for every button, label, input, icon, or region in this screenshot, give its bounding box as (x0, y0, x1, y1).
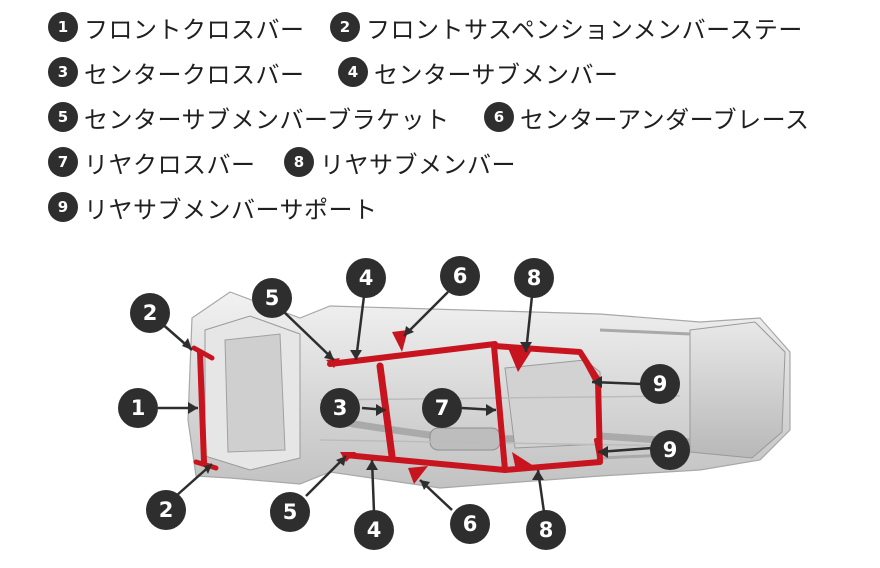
arrowhead-7 (486, 404, 496, 416)
callout-label: 5 (265, 286, 280, 310)
bracket-8-top (508, 348, 532, 372)
legend-item-5: 5 センターサブメンバーブラケット (48, 100, 450, 134)
leader-5-bottom (305, 455, 347, 497)
legend-badge: 3 (48, 57, 78, 87)
callout-label: 8 (539, 518, 554, 542)
callout-label: 3 (333, 396, 348, 420)
legend-label: リヤサブメンバー (320, 150, 516, 179)
arrowhead-8-top (520, 342, 532, 352)
callout-6-top: 6 (440, 256, 480, 296)
callout-label: 4 (359, 266, 374, 290)
leader-5-top (283, 311, 335, 361)
callout-2-bottom: 2 (146, 490, 186, 530)
callout-9-bottom: 9 (650, 430, 690, 470)
callout-label: 2 (143, 301, 158, 325)
legend-item-8: 8 リヤサブメンバー (284, 145, 516, 179)
callout-5-bottom: 5 (270, 492, 310, 532)
leader-arrowheads (182, 326, 608, 490)
arrowhead-1 (188, 402, 198, 414)
legend-badge: 4 (338, 57, 368, 87)
legend-badge: 1 (48, 12, 78, 42)
bracket-8-bottom (512, 452, 540, 470)
legend-badge: 7 (48, 147, 78, 177)
legend-label: センタークロスバー (84, 60, 305, 89)
leader-6-top (403, 291, 449, 337)
callout-label: 6 (463, 512, 478, 536)
arrowhead-4-bottom (366, 460, 378, 470)
callout-label: 1 (131, 396, 146, 420)
legend-item-3: 3 センタークロスバー (48, 55, 305, 89)
legend-badge: 6 (484, 102, 514, 132)
callout-2-top: 2 (130, 293, 170, 333)
legend-label: センターサブメンバー (374, 60, 619, 89)
legend-item-9: 9 リヤサブメンバーサポート (48, 190, 378, 224)
arrowhead-2-bottom (204, 464, 212, 474)
legend-label: フロントクロスバー (84, 15, 305, 44)
callout-6-bottom: 6 (450, 504, 490, 544)
leader-4-top (354, 295, 366, 361)
chassis-diagram: 2 1 2 5 4 6 8 3 (118, 256, 791, 550)
legend-label: フロントサスペンションメンバーステー (366, 15, 803, 44)
callout-8-top: 8 (514, 258, 554, 298)
legend-item-2: 2 フロントサスペンションメンバーステー (330, 10, 803, 44)
arrowhead-6-bottom (420, 480, 430, 490)
arrowhead-2-top (182, 338, 192, 350)
chassis-body (187, 291, 791, 489)
bracket-6-bottom (408, 466, 428, 484)
legend-item-6: 6 センターアンダーブレース (484, 100, 809, 134)
arrowhead-6-top (404, 326, 414, 336)
callout-label: 9 (663, 438, 678, 462)
callout-label: 5 (283, 500, 298, 524)
callout-1: 1 (118, 388, 158, 428)
legend-item-1: 1 フロントクロスバー (48, 10, 305, 44)
legend-item-7: 7 リヤクロスバー (48, 145, 256, 179)
arrowhead-3 (376, 404, 386, 416)
callout-label: 6 (453, 264, 468, 288)
callout-label: 7 (435, 396, 450, 420)
arrowhead-5-top (324, 350, 334, 360)
callouts: 2 1 2 5 4 6 8 3 (118, 256, 690, 550)
legend-label: リヤサブメンバーサポート (84, 195, 378, 224)
callout-7: 7 (422, 388, 462, 428)
callout-label: 2 (159, 498, 174, 522)
arrowhead-9-top (592, 376, 602, 388)
callout-label: 4 (367, 518, 382, 542)
arrowhead-8-bottom (532, 470, 544, 480)
legend-item-4: 4 センターサブメンバー (338, 55, 619, 89)
legend-label: リヤクロスバー (84, 150, 256, 179)
callout-9-top: 9 (640, 364, 680, 404)
legend-badge: 2 (330, 12, 360, 42)
callout-4-bottom: 4 (354, 510, 394, 550)
legend-label: センターサブメンバーブラケット (84, 105, 450, 134)
callout-4-top: 4 (346, 258, 386, 298)
callout-8-bottom: 8 (526, 510, 566, 550)
callout-label: 9 (653, 372, 668, 396)
arrowhead-4-top (350, 350, 362, 360)
legend: 1 フロントクロスバー 2 フロントサスペンションメンバーステー 3 センターク… (0, 0, 880, 240)
bracket-5-bottom (340, 452, 356, 462)
arrowhead-9-bottom (598, 446, 608, 458)
legend-badge: 9 (48, 192, 78, 222)
legend-badge: 8 (284, 147, 314, 177)
arrowhead-5-bottom (336, 456, 346, 466)
legend-badge: 5 (48, 102, 78, 132)
callout-3: 3 (320, 388, 360, 428)
bracket-5-top (326, 358, 340, 368)
legend-label: センターアンダーブレース (520, 105, 810, 134)
callout-5-top: 5 (252, 278, 292, 318)
callout-label: 8 (527, 266, 542, 290)
